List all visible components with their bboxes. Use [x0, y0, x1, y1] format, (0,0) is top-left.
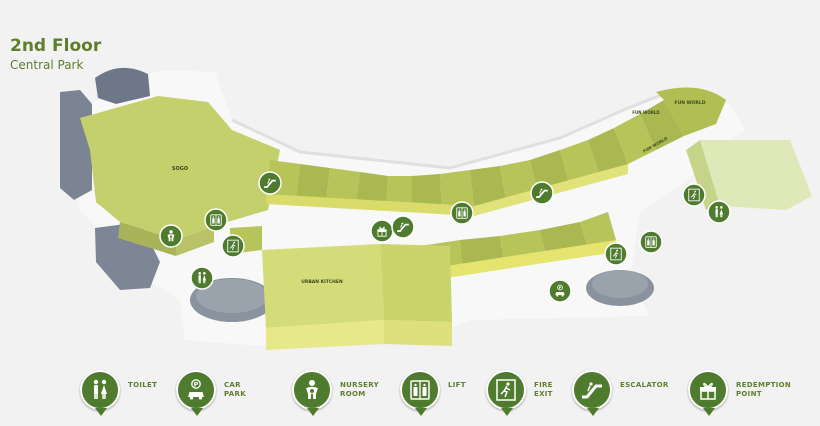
map-pin-toilet — [190, 266, 214, 290]
map-pin-lift-2 — [450, 201, 474, 225]
map-pin-escalator-3 — [530, 181, 554, 205]
title-block: 2nd Floor Central Park — [10, 36, 101, 72]
map-pin-escalator-2 — [391, 215, 415, 239]
map-pin-fire-exit-2 — [604, 242, 628, 266]
escalator-icon — [572, 370, 612, 416]
map-pins[interactable] — [159, 171, 731, 303]
legend-toilet-label: TOILET — [128, 381, 158, 389]
gift-icon — [688, 370, 728, 416]
urban-kitchen-block[interactable]: URBAN KITCHEN — [230, 226, 452, 350]
legend-redemption-point-label: REDEMPTION POINT — [736, 381, 792, 398]
nursery-icon — [292, 370, 332, 416]
legend-lift-label: LIFT — [448, 381, 466, 389]
fire-exit-icon — [486, 370, 526, 416]
lift-icon — [400, 370, 440, 416]
sogo-block[interactable]: SOGO — [80, 96, 280, 256]
legend: TOILET CAR PARK NURSERY ROOM LIFT FIRE E… — [0, 368, 820, 426]
map-pin-toilet-2 — [707, 200, 731, 224]
map-pin-redemption — [370, 219, 394, 243]
legend-car-park-label: CAR PARK — [224, 381, 246, 398]
floor-map[interactable]: P — [0, 0, 820, 360]
shop-arc[interactable] — [266, 87, 726, 217]
floor-title: 2nd Floor — [10, 36, 102, 56]
map-pin-car-park — [548, 279, 572, 303]
map-pin-lift — [204, 208, 228, 232]
map-pin-nursery — [159, 224, 183, 248]
map-pin-fire-exit-3 — [682, 183, 706, 207]
fun-world-label-1: FUN WORLD — [675, 100, 706, 106]
shop-arc-inner[interactable] — [420, 212, 616, 282]
floor-subtitle: Central Park — [10, 58, 84, 72]
legend-nursery-room-label: NURSERY ROOM — [340, 381, 379, 398]
fun-world-label-2: FUN WORLD — [632, 110, 660, 115]
sogo-label: SOGO — [172, 166, 188, 172]
car-park-icon — [176, 370, 216, 416]
legend-fire-exit-label: FIRE EXIT — [534, 381, 553, 398]
map-pin-lift-3 — [639, 230, 663, 254]
toilet-icon — [80, 370, 120, 416]
map-pin-escalator — [258, 171, 282, 195]
map-pin-fire-exit — [221, 234, 245, 258]
legend-escalator-label: ESCALATOR — [620, 381, 669, 389]
urban-kitchen-label: URBAN KITCHEN — [301, 279, 343, 285]
